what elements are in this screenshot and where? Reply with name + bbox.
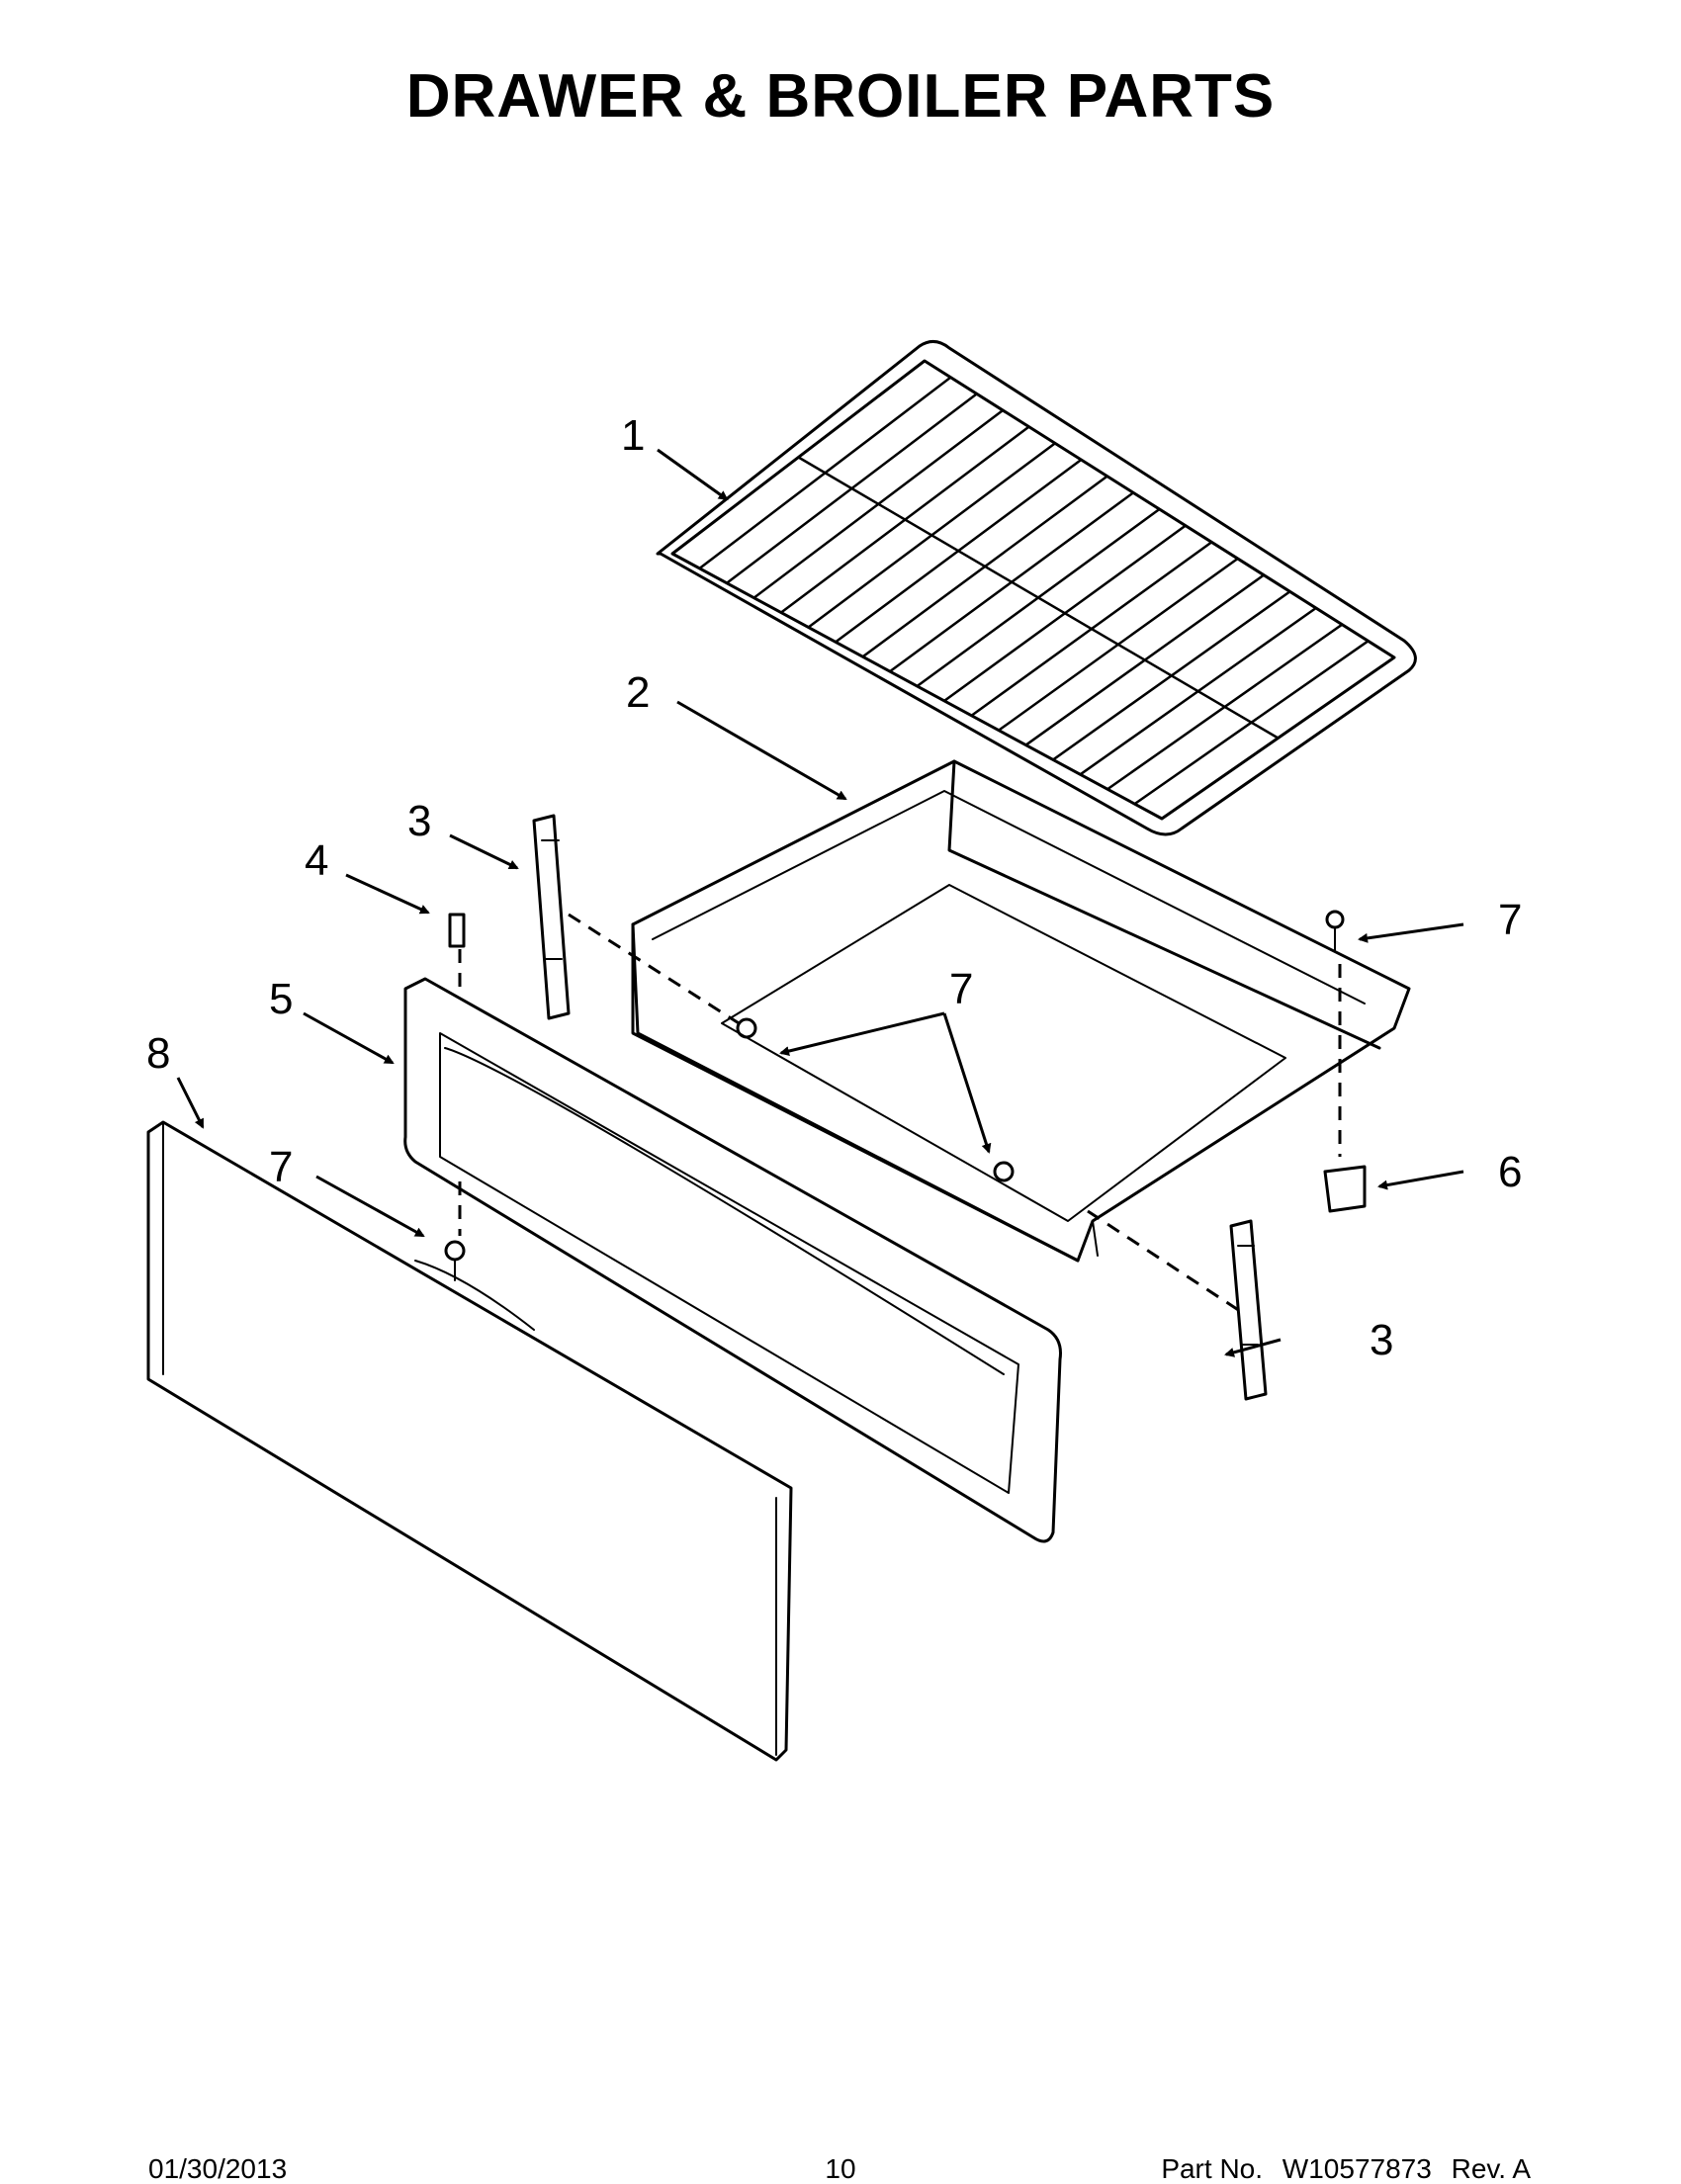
drawer-inner-panel: [403, 977, 1062, 1543]
callout-7-center: 7: [949, 965, 973, 1013]
broiler-drawer: [631, 759, 1411, 1263]
callout-4: 4: [305, 836, 328, 885]
drawer-glide-right: [1229, 1219, 1268, 1401]
footer-part-number: Part No. W10577873 Rev. A: [1161, 2155, 1531, 2183]
footer-part-number-value: W10577873: [1282, 2153, 1432, 2184]
callout-3-left: 3: [407, 797, 431, 845]
footer-part-label: Part No.: [1161, 2153, 1264, 2184]
screw-part-7-c: [993, 1161, 1015, 1182]
alignment-lines: [458, 913, 1342, 1317]
screw-part-7-d: [444, 1240, 466, 1281]
broiler-rack: [656, 340, 1417, 836]
callout-8: 8: [146, 1029, 170, 1078]
pin-part-4: [448, 913, 466, 948]
drawer-glide-left: [532, 814, 571, 1020]
bracket-part-6: [1323, 1165, 1367, 1213]
rack-bars: [698, 376, 1370, 806]
callout-5: 5: [269, 975, 293, 1023]
screw-part-7-a: [1325, 910, 1345, 952]
page-title: DRAWER & BROILER PARTS: [405, 62, 1276, 131]
callout-1: 1: [621, 411, 645, 460]
callout-7-left: 7: [269, 1143, 293, 1191]
leader-lines: [176, 448, 1464, 1357]
footer-revision: Rev. A: [1451, 2153, 1531, 2184]
callout-3-right: 3: [1370, 1316, 1393, 1364]
callout-2: 2: [626, 668, 650, 717]
drawer-outer-front: [146, 1120, 793, 1762]
rack-center-wire: [797, 456, 1280, 740]
callout-6: 6: [1498, 1148, 1522, 1196]
callout-7-top-right: 7: [1498, 896, 1522, 944]
screw-part-7-b: [736, 1017, 757, 1039]
